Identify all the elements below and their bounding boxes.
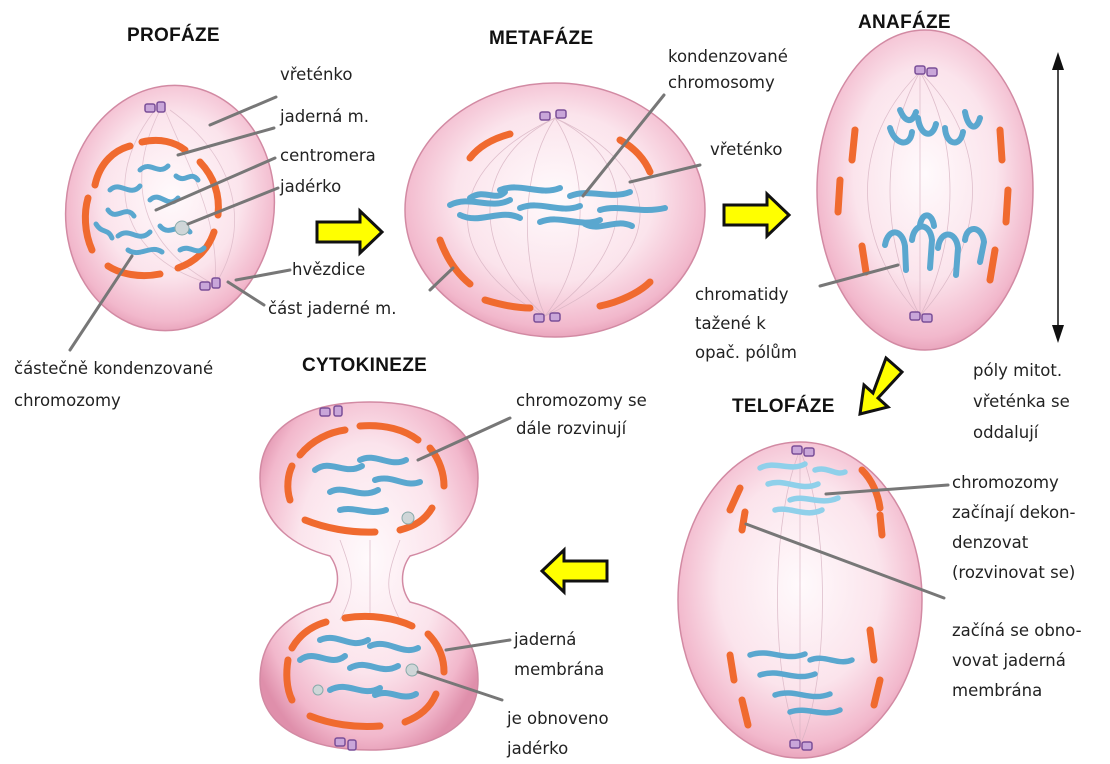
label-chromosomes-decondense: chromozomy začínají dekon- denzovat (roz… [952,468,1076,588]
arrow-anaphase-to-telophase [860,358,902,414]
pole-separation-arrow [1052,52,1064,343]
label-spindle-metaphase: vřeténko [710,137,782,163]
title-telophase: TELOFÁZE [732,396,835,418]
label-condensed-chromosomes: kondenzované chromosomy [668,44,788,96]
label-part-nuclear-membrane: část jaderné m. [268,296,396,322]
label-nucleolus-renewed: je obnoveno jadérko [507,704,609,764]
anaphase-cell [817,30,1033,350]
label-nucleolus: jadérko [280,174,341,200]
arrow-telophase-to-cytokinesis [542,550,607,592]
label-centromere: centromera [280,143,376,169]
cytokinesis-cell [260,402,478,750]
label-chromosomes-unfold: chromozomy se dále rozvinují [516,387,647,443]
label-partly-condensed: částečně kondenzované chromozomy [14,356,213,414]
arrow-metaphase-to-anaphase [724,194,789,236]
title-metaphase: METAFÁZE [489,28,593,50]
label-aster: hvězdice [292,257,365,283]
label-nuclear-membrane-short: jaderná m. [280,104,369,130]
metaphase-cell [405,83,705,337]
label-poles-move-apart: póly mitot. vřeténka se oddalují [973,355,1070,448]
label-spindle-prophase: vřeténko [280,62,352,88]
title-cytokinesis: CYTOKINEZE [302,355,427,377]
title-prophase: PROFÁZE [127,25,220,47]
label-membrane-renews: začíná se obno- vovat jaderná membrána [952,616,1082,706]
arrow-prophase-to-metaphase [317,211,382,253]
title-anaphase: ANAFÁZE [858,12,951,34]
prophase-cell [50,72,290,345]
label-chromatids-pulled: chromatidy tažené k opač. pólům [695,280,797,367]
label-nuclear-membrane: jaderná membrána [514,625,604,685]
